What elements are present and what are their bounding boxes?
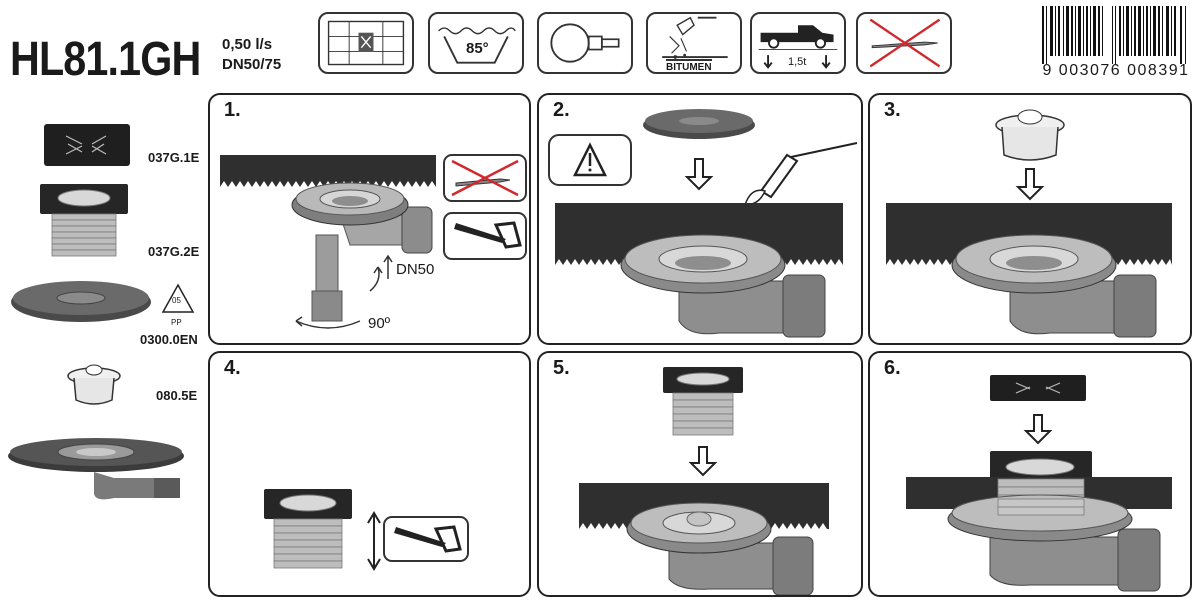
step-panel-3: 3. — [868, 93, 1192, 345]
part-code-flange: 0300.0EN — [140, 332, 198, 347]
barcode — [1042, 6, 1186, 64]
pipe-size: DN50/75 — [222, 56, 282, 73]
no-knife-icon — [856, 12, 952, 74]
step-number: 1. — [224, 99, 241, 121]
step-panel-2: 2. — [537, 93, 863, 345]
step-number: 6. — [884, 357, 901, 379]
grate-part — [44, 124, 130, 166]
step-panel-4: 4. — [208, 351, 531, 597]
barcode-number: 9 003076 008391 — [1042, 62, 1190, 79]
sealing-flange-part — [11, 281, 151, 322]
step-number: 3. — [884, 99, 901, 121]
part-code-frame: 037G.2E — [148, 244, 200, 259]
step-panel-5: 5. — [537, 351, 863, 597]
bitumen-icon: BITUMEN — [646, 12, 742, 74]
model-title: HL81.1GH — [10, 33, 201, 86]
step-number: 5. — [553, 357, 570, 379]
recycle-material: PP — [171, 318, 182, 327]
load-truck-icon: 1,5t — [750, 12, 846, 74]
bitumen-label: BITUMEN — [666, 59, 712, 73]
flow-rate: 0,50 l/s — [222, 36, 273, 53]
step-number: 4. — [224, 357, 241, 379]
extension-frame-part — [40, 184, 128, 257]
temperature-85-icon: 85° — [428, 12, 524, 74]
temperature-label: 85° — [466, 40, 489, 57]
part-code-trap: 080.5E — [156, 388, 198, 403]
part-code-grate: 037G.1E — [148, 150, 200, 165]
outlet-label: DN50 — [396, 261, 435, 278]
odour-trap-part — [67, 364, 121, 405]
load-label: 1,5t — [788, 56, 807, 68]
angle-label: 90º — [368, 315, 391, 332]
recycle-code: 05 — [172, 296, 181, 305]
step-panel-1: 1. DN50 90º — [208, 93, 531, 345]
recycle-pp-icon — [161, 283, 195, 313]
tile-grid-icon — [318, 12, 414, 74]
step-number: 2. — [553, 99, 570, 121]
drain-body-part — [8, 438, 184, 500]
step-panel-6: 6. — [868, 351, 1192, 597]
pipe-connection-icon — [537, 12, 633, 74]
